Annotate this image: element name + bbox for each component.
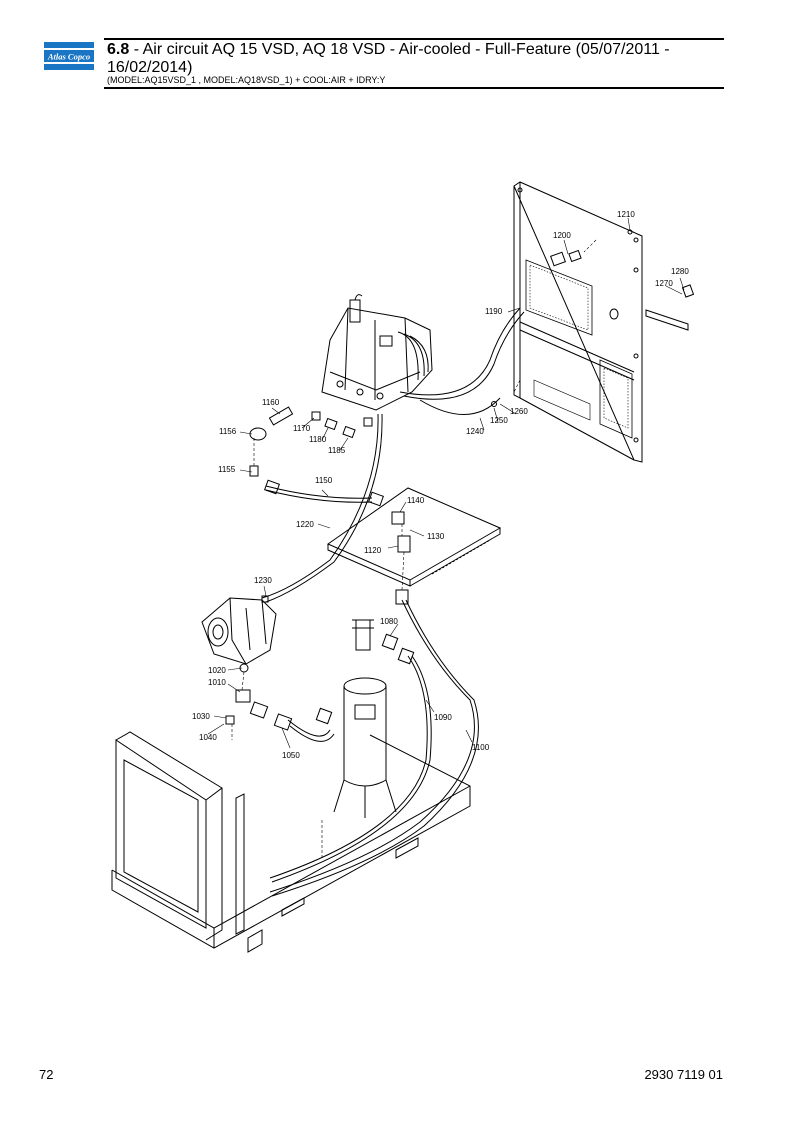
callout-label: 1160	[262, 398, 280, 407]
callout-label: 1150	[315, 476, 333, 485]
callout-label: 1240	[466, 427, 484, 436]
callout-label: 1140	[407, 496, 425, 505]
callout-label: 1270	[655, 279, 673, 288]
callout-label: 1220	[296, 520, 314, 529]
callout-label: 1156	[219, 427, 237, 436]
callout-label: 1050	[282, 751, 300, 760]
callout-label: 1200	[553, 231, 571, 240]
callout-label: 1130	[427, 532, 445, 541]
mounting-plate	[326, 487, 502, 587]
assembly-axes	[231, 239, 597, 860]
callout-label: 1020	[208, 666, 226, 675]
callout-label: 1040	[199, 733, 217, 742]
base-frame	[111, 731, 471, 953]
callout-label: 1155	[218, 465, 236, 474]
callout-label: 1180	[309, 435, 327, 444]
leader-lines	[207, 217, 685, 749]
callout-label: 1280	[671, 267, 689, 276]
header-rule-bottom	[104, 87, 724, 89]
document-number: 2930 7119 01	[644, 1067, 723, 1082]
callout-label: 1080	[380, 617, 398, 626]
fittings	[225, 229, 695, 731]
section-number: 6.8	[107, 41, 130, 58]
dryer-unit	[321, 294, 433, 411]
part-callouts: 1210 1200 1280 1270 1190 1160 1260 1170 …	[192, 210, 689, 760]
callout-label: 1230	[254, 576, 272, 585]
callout-label: 1030	[192, 712, 210, 721]
callout-label: 1090	[434, 713, 452, 722]
callout-label: 1170	[293, 424, 311, 433]
compressor-element	[201, 597, 277, 673]
atlas-copco-logo: Atlas Copco	[44, 42, 94, 70]
separator-vessel	[333, 619, 397, 818]
page-title: 6.8 - Air circuit AQ 15 VSD, AQ 18 VSD -…	[107, 41, 722, 77]
page-subtitle: (MODEL:AQ15VSD_1 , MODEL:AQ18VSD_1) + CO…	[107, 75, 386, 85]
callout-label: 1185	[328, 446, 346, 455]
callout-label: 1190	[485, 307, 503, 316]
rear-panel	[513, 181, 643, 463]
page-number: 72	[39, 1067, 54, 1082]
callout-label: 1100	[472, 743, 490, 752]
callout-label: 1010	[208, 678, 226, 687]
svg-text:Atlas Copco: Atlas Copco	[47, 52, 90, 62]
callout-label: 1250	[490, 416, 508, 425]
header-rule-top	[104, 38, 724, 40]
callout-label: 1260	[510, 407, 528, 416]
callout-label: 1210	[617, 210, 635, 219]
title-text: - Air circuit AQ 15 VSD, AQ 18 VSD - Air…	[107, 41, 670, 76]
hoses	[261, 307, 525, 897]
callout-label: 1120	[364, 546, 382, 555]
